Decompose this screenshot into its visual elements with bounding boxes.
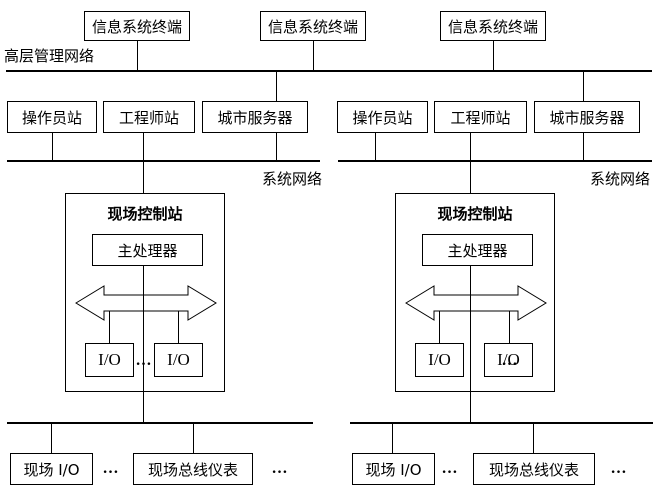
left-field-ellipsis-1: … — [102, 460, 120, 477]
left-field-io-connector-line — [51, 424, 52, 453]
left-field-io-box: 现场 I/O — [10, 453, 93, 485]
left-city-server-uplink-line — [276, 72, 277, 101]
left-city-server-box: 城市服务器 — [202, 101, 308, 133]
left-io-module-box-2: I/O — [154, 343, 203, 377]
left-system-network-label: 系统网络 — [261, 170, 322, 188]
right-city-server-box: 城市服务器 — [534, 101, 640, 133]
right-station-uplink-line — [470, 162, 471, 193]
right-system-network-bus-line — [338, 160, 652, 162]
left-station-center-line — [143, 266, 144, 423]
right-io-ellipsis: … — [501, 352, 519, 369]
left-engineer-downlink-line — [143, 133, 144, 160]
left-io1-connector-line — [109, 311, 110, 343]
left-field-bus-line — [7, 422, 313, 424]
left-operator-station-box: 操作员站 — [7, 101, 97, 133]
terminal-1-drop-line — [137, 41, 138, 70]
right-field-ellipsis-1: … — [441, 460, 459, 477]
right-city-server-uplink-line — [583, 72, 584, 101]
right-field-io-connector-line — [392, 424, 393, 453]
right-station-center-line — [470, 266, 471, 423]
info-terminal-box-2: 信息系统终端 — [260, 11, 366, 41]
management-network-label: 高层管理网络 — [4, 47, 95, 65]
right-fieldbus-instr-connector-line — [533, 424, 534, 453]
right-io-module-box-2: I/O — [484, 343, 533, 377]
info-terminal-box-1: 信息系统终端 — [84, 11, 190, 41]
left-fieldbus-instruments-box: 现场总线仪表 — [133, 453, 253, 485]
info-terminal-box-3: 信息系统终端 — [440, 11, 546, 41]
right-operator-downlink-line — [375, 133, 376, 160]
right-engineer-station-box: 工程师站 — [434, 101, 527, 133]
left-main-processor-box: 主处理器 — [92, 234, 203, 266]
right-fieldbus-instruments-box: 现场总线仪表 — [473, 453, 595, 485]
terminal-2-drop-line — [313, 41, 314, 70]
terminal-3-drop-line — [493, 41, 494, 70]
left-io-module-box-1: I/O — [85, 343, 134, 377]
left-station-uplink-line — [143, 162, 144, 193]
left-city-server-downlink-line — [276, 133, 277, 160]
right-city-server-downlink-line — [583, 133, 584, 160]
left-bidirectional-bus-arrow-icon — [75, 285, 217, 321]
right-io2-connector-line — [509, 311, 510, 343]
left-system-network-bus-line — [7, 160, 320, 162]
left-station-title: 现场控制站 — [107, 205, 183, 223]
right-bidirectional-bus-arrow-icon — [405, 285, 547, 321]
left-io2-connector-line — [178, 311, 179, 343]
right-field-ellipsis-2: … — [610, 460, 628, 477]
left-engineer-station-box: 工程师站 — [103, 101, 195, 133]
management-network-bus-line — [6, 70, 652, 72]
left-operator-downlink-line — [52, 133, 53, 160]
right-main-processor-box: 主处理器 — [422, 234, 533, 266]
right-field-bus-line — [350, 422, 653, 424]
right-system-network-label: 系统网络 — [589, 170, 650, 188]
left-io-ellipsis: … — [135, 352, 153, 369]
left-field-ellipsis-2: … — [271, 460, 289, 477]
left-fieldbus-instr-connector-line — [193, 424, 194, 453]
right-operator-station-box: 操作员站 — [337, 101, 428, 133]
right-station-title: 现场控制站 — [437, 205, 513, 223]
right-io-module-box-1: I/O — [415, 343, 464, 377]
right-io1-connector-line — [439, 311, 440, 343]
right-field-io-box: 现场 I/O — [352, 453, 435, 485]
right-engineer-downlink-line — [470, 133, 471, 160]
